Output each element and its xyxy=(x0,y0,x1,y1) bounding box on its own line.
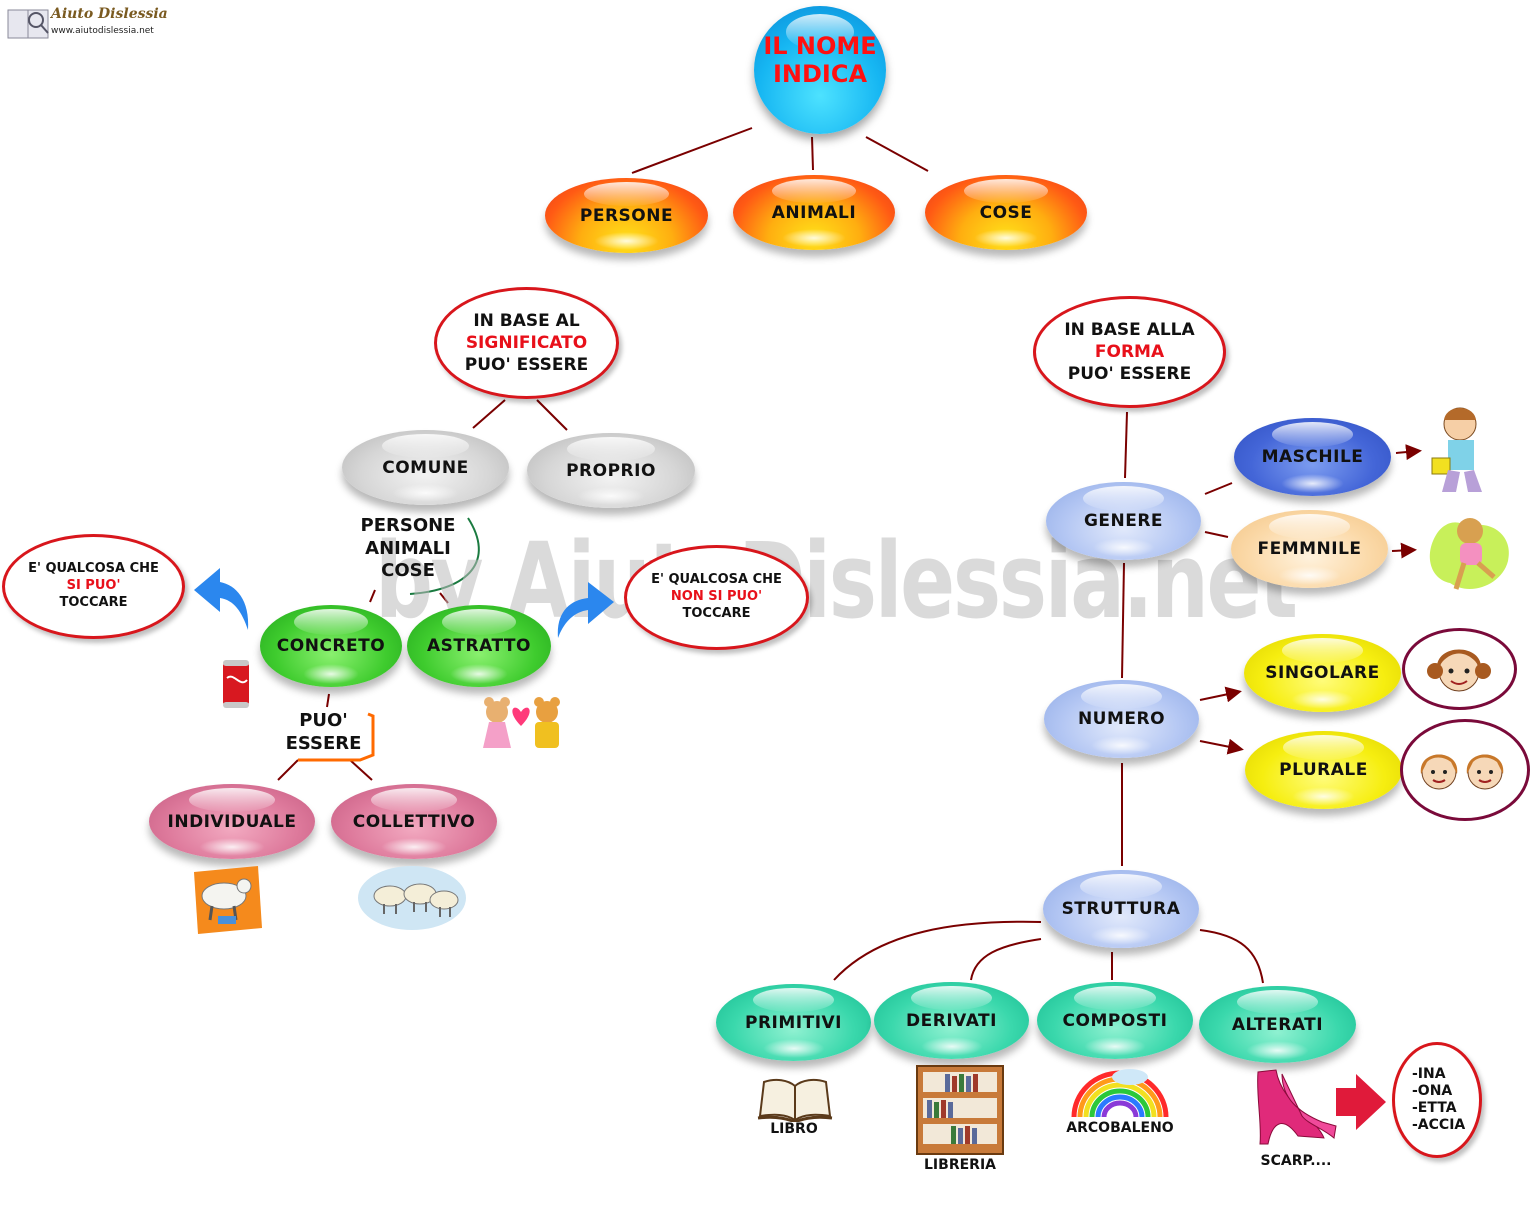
curved-arrow-right-icon xyxy=(557,582,614,638)
plural-faces-frame xyxy=(1400,719,1530,821)
root-line-1: IL NOME xyxy=(763,32,877,60)
book-logo-icon xyxy=(7,9,49,39)
meaning-heading: IN BASE AL SIGNIFICATO PUO' ESSERE xyxy=(434,287,619,399)
node-struttura: STRUTTURA xyxy=(1043,870,1199,948)
root-line-2: INDICA xyxy=(772,60,868,88)
root-node: IL NOME INDICA xyxy=(754,6,886,134)
node-composti: COMPOSTI xyxy=(1037,982,1193,1059)
node-femminile: FEMMNILE xyxy=(1231,510,1388,588)
example-arcobaleno: ARCOBALENO xyxy=(1066,1120,1174,1136)
soda-can-icon xyxy=(223,660,249,708)
concreto-note: E' QUALCOSA CHE SI PUO' TOCCARE xyxy=(2,534,185,639)
node-genere: GENERE xyxy=(1046,482,1201,560)
site-logo[interactable]: Aiuto Dislessia www.aiutodislessia.net xyxy=(6,6,168,40)
form-heading: IN BASE ALLA FORMA PUO' ESSERE xyxy=(1033,296,1226,408)
sheep-icon xyxy=(194,866,262,934)
rainbow-icon xyxy=(1071,1069,1169,1118)
example-libro: LIBRO xyxy=(770,1121,818,1137)
node-proprio: PROPRIO xyxy=(527,433,695,508)
suffix-list: -INA -ONA -ETTA -ACCIA xyxy=(1392,1042,1482,1158)
node-astratto: ASTRATTO xyxy=(407,605,551,687)
example-scarp: SCARP.... xyxy=(1260,1153,1332,1169)
girl-cat-icon xyxy=(1429,518,1509,590)
node-persone: PERSONE xyxy=(545,178,708,253)
astratto-note: E' QUALCOSA CHE NON SI PUO' TOCCARE xyxy=(624,545,809,650)
open-book-icon xyxy=(757,1078,833,1122)
node-derivati: DERIVATI xyxy=(874,982,1029,1059)
node-primitivi: PRIMITIVI xyxy=(716,984,871,1061)
node-individuale: INDIVIDUALE xyxy=(149,784,315,859)
two-girls-faces-icon xyxy=(1420,754,1504,790)
boy-icon xyxy=(1431,407,1482,492)
node-collettivo: COLLETTIVO xyxy=(331,784,497,859)
node-numero: NUMERO xyxy=(1044,680,1199,758)
node-alterati: ALTERATI xyxy=(1199,986,1356,1063)
can-be-label: PUO' ESSERE xyxy=(285,710,362,754)
bookshelf-icon xyxy=(916,1065,1004,1155)
girl-face-icon xyxy=(1427,649,1491,692)
node-plurale: PLURALE xyxy=(1245,731,1402,809)
curved-arrow-left-icon xyxy=(194,568,249,630)
node-singolare: SINGOLARE xyxy=(1244,634,1401,712)
comune-note: PERSONE ANIMALI COSE xyxy=(360,515,456,581)
logo-url: www.aiutodislessia.net xyxy=(51,26,154,36)
node-cose: COSE xyxy=(925,175,1087,250)
node-concreto: CONCRETO xyxy=(260,605,402,687)
logo-title: Aiuto Dislessia xyxy=(51,6,168,22)
node-maschile: MASCHILE xyxy=(1234,418,1391,496)
flock-icon xyxy=(358,866,466,930)
red-arrow-icon xyxy=(1336,1074,1386,1130)
single-face-frame xyxy=(1402,628,1517,710)
node-animali: ANIMALI xyxy=(733,175,895,250)
node-comune: COMUNE xyxy=(342,430,509,505)
bears-heart-icon xyxy=(483,697,560,748)
high-heels-icon xyxy=(1257,1069,1337,1145)
example-libreria: LIBRERIA xyxy=(924,1157,996,1173)
